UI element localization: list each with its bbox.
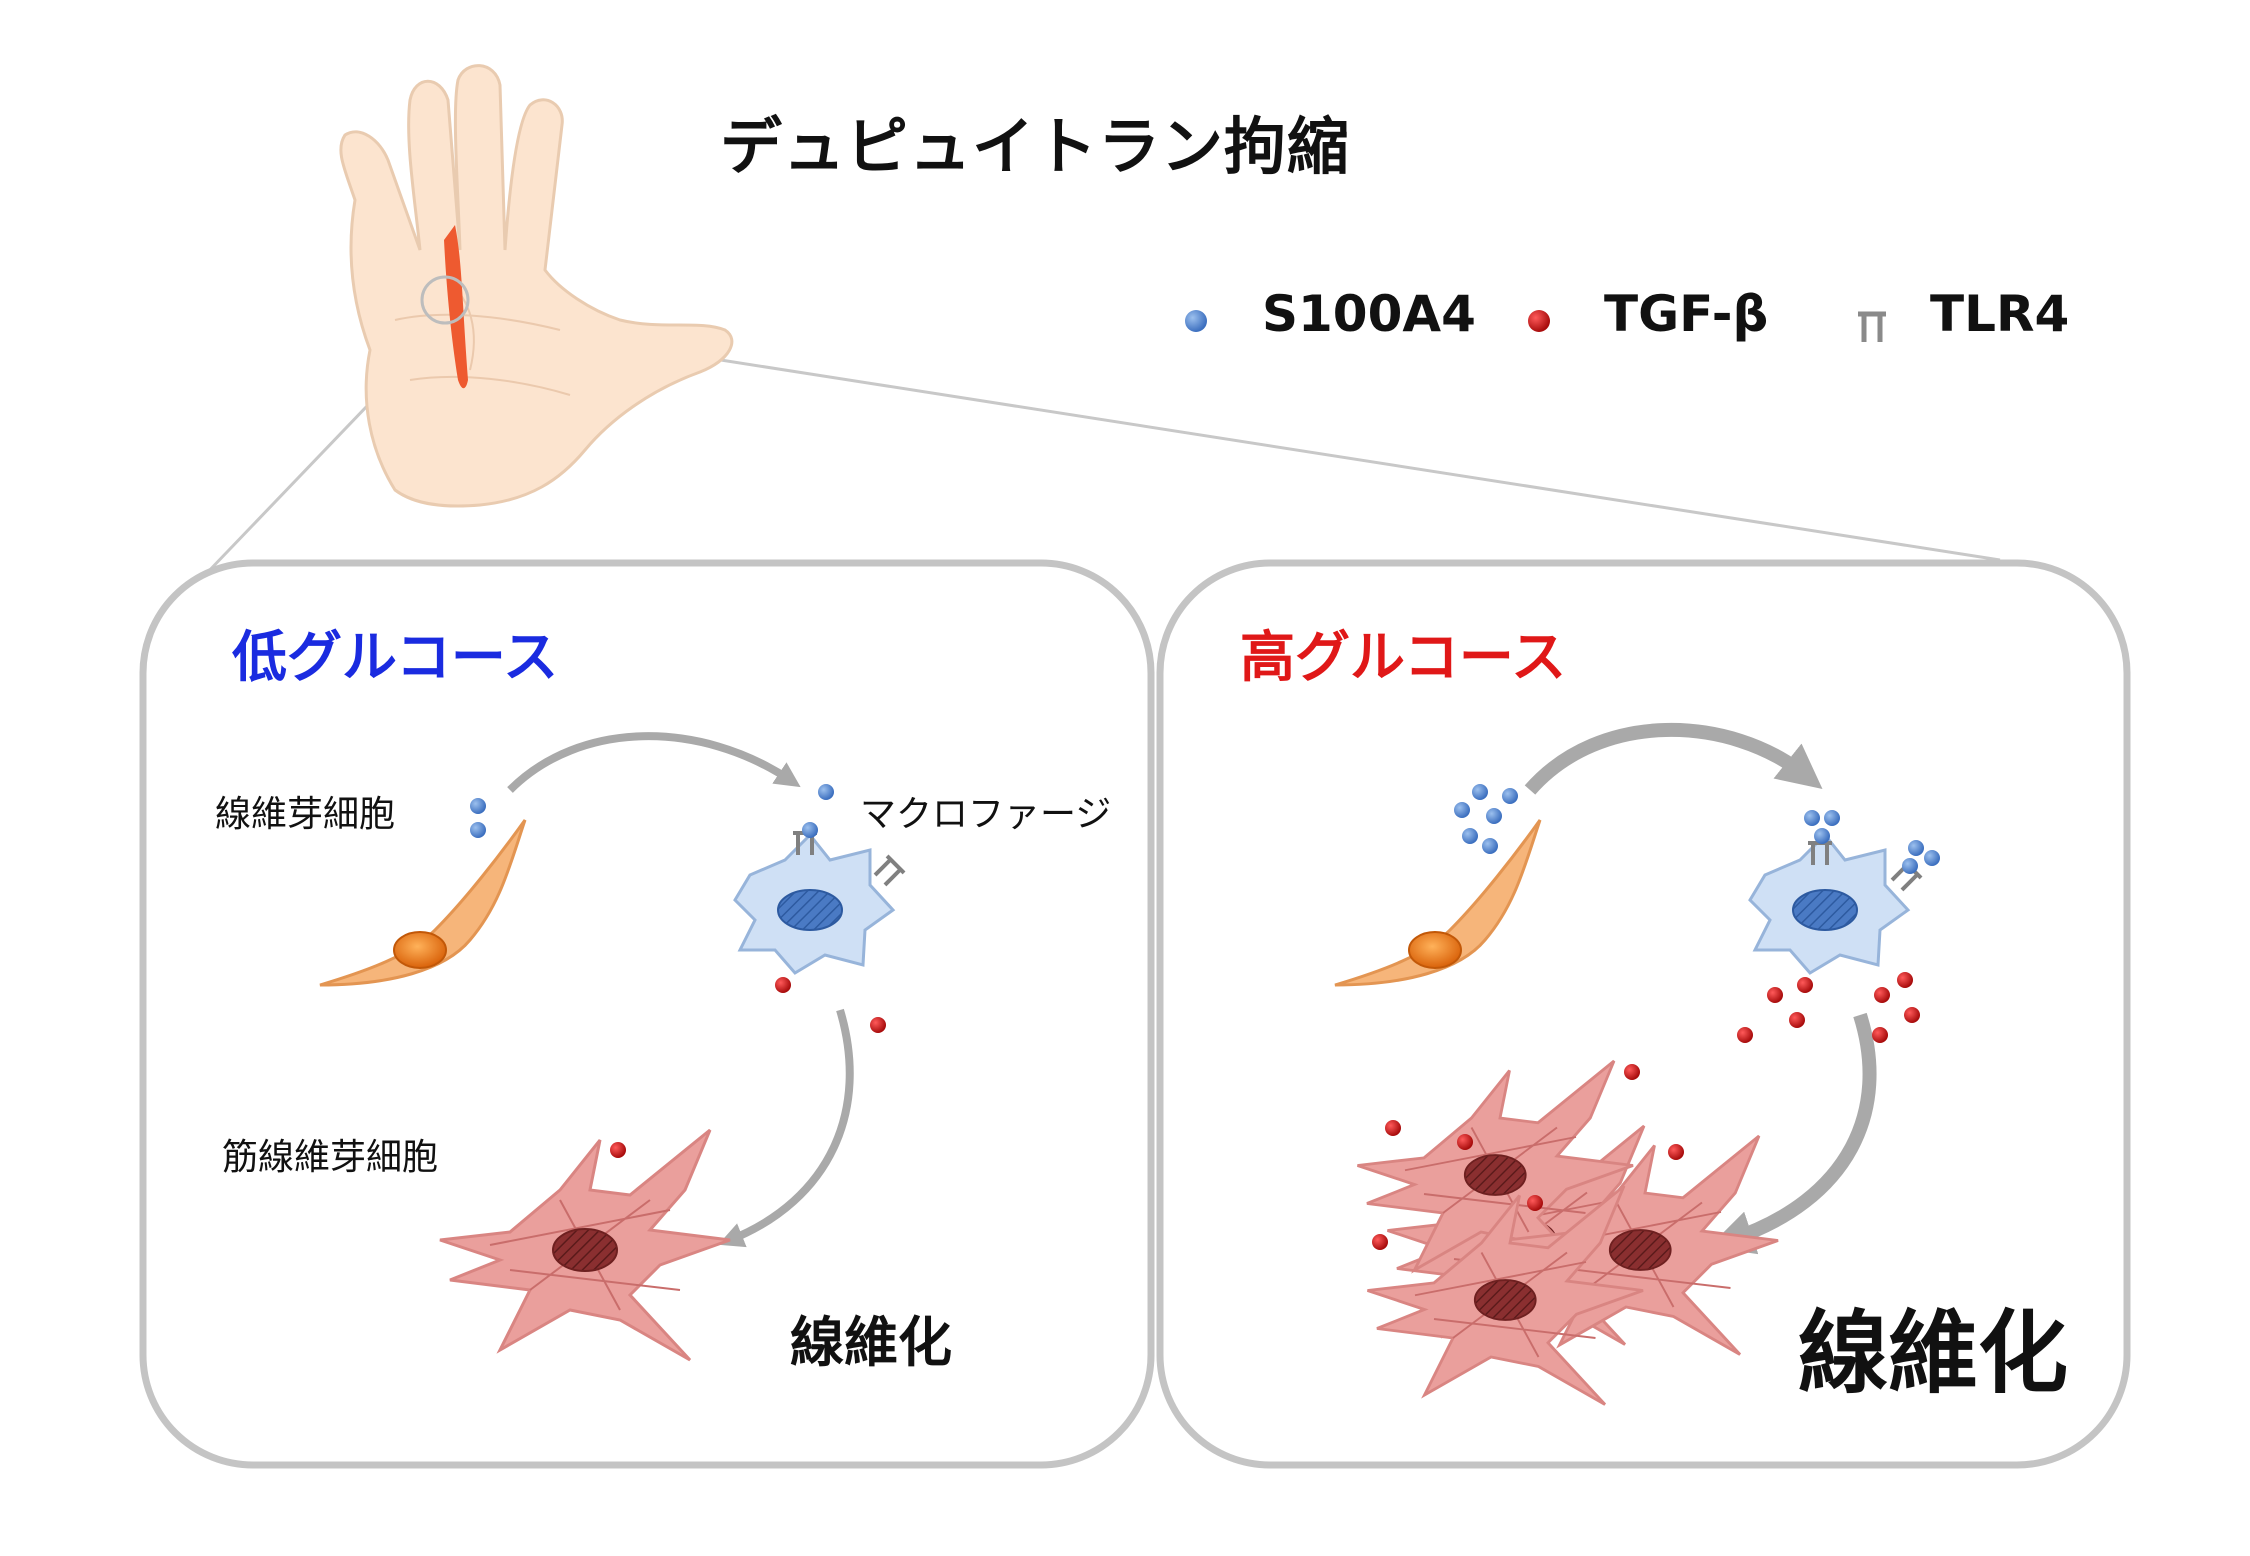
arrow-macrophage-to-myofibroblast: [1708, 1012, 1877, 1255]
lesion-cord: [444, 225, 468, 389]
tgfb-dot: [1874, 987, 1890, 1003]
arrow-fibroblast-to-macrophage: [1524, 722, 1823, 795]
tgfb-dot: [1527, 1195, 1543, 1211]
tgfb-dot: [870, 1017, 886, 1033]
myofibroblast-label: 筋線維芽細胞: [222, 1137, 439, 1178]
high-glucose-panel: [1156, 559, 2131, 1469]
high-glucose-diagram: [1333, 722, 1940, 1406]
s100a4-dot: [1482, 838, 1498, 854]
s100a4-dot: [470, 798, 486, 814]
s100a4-dot: [1462, 828, 1478, 844]
tgfb-dot: [1897, 972, 1913, 988]
s100a4-dot: [818, 784, 834, 800]
tgfb-dot: [1767, 987, 1783, 1003]
tgfb-dot: [1872, 1027, 1888, 1043]
s100a4-dot: [1454, 802, 1470, 818]
tgfb-dot: [1668, 1144, 1684, 1160]
tgfb-dot: [610, 1142, 626, 1158]
tgfb-dot: [1797, 977, 1813, 993]
high-fibrosis-label: 線維化: [1798, 1301, 2068, 1406]
s100a4-dot: [1486, 808, 1502, 824]
s100a4-dot: [1472, 784, 1488, 800]
s100a4-dot: [470, 822, 486, 838]
tgfb-legend-icon: [1528, 310, 1550, 332]
s100a4-dot: [1502, 788, 1518, 804]
s100a4-dot: [1924, 850, 1940, 866]
low-glucose-title: 低グルコース: [232, 625, 559, 689]
legend-label: TLR4: [1930, 285, 2070, 343]
macrophage-label: マクロファージ: [860, 794, 1112, 835]
arrow-macrophage-to-myofibroblast: [718, 1008, 854, 1248]
zoom-circle: [420, 275, 470, 325]
tgfb-dot: [1737, 1027, 1753, 1043]
hand-illustration: [339, 64, 734, 508]
high-glucose-title: 高グルコース: [1240, 625, 1567, 689]
figure-title: デュピュイトラン拘縮: [720, 110, 1351, 183]
s100a4-dot: [1824, 810, 1840, 826]
legend-s100a4: S100A4: [1240, 285, 1476, 343]
low-glucose-diagram: [318, 732, 904, 1362]
legend-label: S100A4: [1262, 285, 1476, 343]
tgfb-dot: [1457, 1134, 1473, 1150]
s100a4-legend-icon: [1185, 310, 1207, 332]
s100a4-dot: [1804, 810, 1820, 826]
legend-tgfb: TGF-β: [1582, 285, 1768, 343]
tgfb-dot: [775, 977, 791, 993]
s100a4-dot: [1908, 840, 1924, 856]
tgfb-dot: [1789, 1012, 1805, 1028]
legend-tlr4: TLR4: [1908, 285, 2069, 343]
tlr4-legend-icon: [1858, 311, 1886, 342]
fibroblast-label: 線維芽細胞: [215, 794, 396, 835]
palm-shape: [339, 64, 734, 508]
tgfb-dot: [1385, 1120, 1401, 1136]
legend-label: TGF-β: [1604, 285, 1769, 343]
tgfb-dot: [1624, 1064, 1640, 1080]
low-fibrosis-label: 線維化: [790, 1311, 952, 1374]
s100a4-dot: [1902, 858, 1918, 874]
s100a4-dot: [1814, 828, 1830, 844]
arrow-fibroblast-to-macrophage: [507, 732, 801, 793]
tgfb-dot: [1904, 1007, 1920, 1023]
low-glucose-panel: [139, 559, 1155, 1469]
s100a4-dot: [802, 822, 818, 838]
tgfb-dot: [1372, 1234, 1388, 1250]
